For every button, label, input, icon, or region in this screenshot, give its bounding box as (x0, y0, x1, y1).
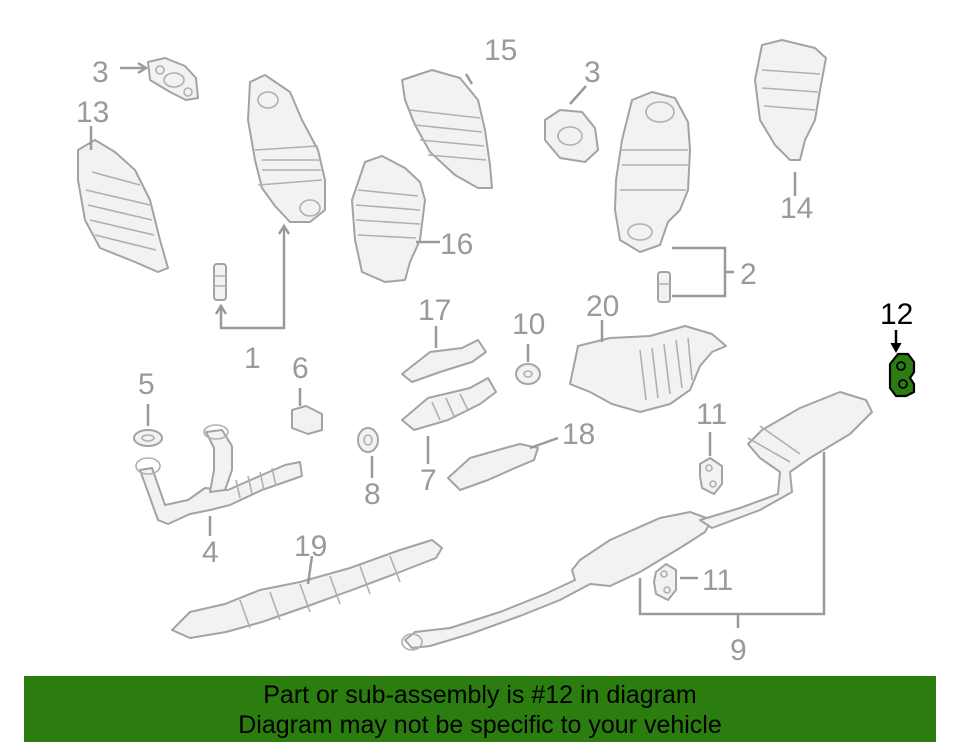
part-10-gasket-ring[interactable] (515, 363, 541, 385)
callout-3b: 3 (584, 56, 601, 89)
callout-11b: 11 (702, 564, 733, 597)
part-12-exhaust-hanger[interactable] (888, 352, 916, 398)
callout-18: 18 (562, 418, 595, 451)
callout-8: 8 (364, 478, 381, 511)
part-14-heat-shield[interactable] (754, 39, 827, 161)
callout-14: 14 (780, 192, 813, 225)
callout-1: 1 (244, 342, 261, 375)
callout-13: 13 (76, 96, 109, 129)
part-20-heat-shield[interactable] (569, 325, 727, 413)
part-3-gasket-left[interactable] (147, 57, 199, 101)
banner-line-2: Diagram may not be specific to your vehi… (238, 711, 722, 739)
callout-3a: 3 (92, 56, 109, 89)
callout-6: 6 (292, 352, 309, 385)
part-13-heat-shield[interactable] (77, 139, 169, 273)
part-11-hanger-lower[interactable] (653, 563, 677, 601)
callout-17: 17 (418, 294, 451, 327)
part-2-catalytic-converter[interactable] (614, 91, 691, 253)
callout-9: 9 (730, 634, 747, 667)
exhaust-parts-diagram: 3 13 1 15 16 3 2 14 12 5 6 17 10 20 11 1… (76, 34, 916, 667)
part-9-exhaust-system[interactable] (401, 391, 873, 651)
callout-20: 20 (586, 290, 619, 323)
part-17-pipe-section[interactable] (401, 339, 487, 383)
banner-line-1: Part or sub-assembly is #12 in diagram (263, 681, 697, 709)
callout-15: 15 (484, 34, 517, 67)
callout-10: 10 (512, 308, 545, 341)
callout-5: 5 (138, 368, 155, 401)
callout-labels: 3 13 1 15 16 3 2 14 12 5 6 17 10 20 11 1… (76, 34, 913, 667)
part-1-oxygen-sensor[interactable] (213, 263, 227, 301)
part-8-gasket-ring[interactable] (357, 427, 379, 453)
leader-lines (89, 61, 902, 628)
callout-7: 7 (420, 464, 437, 497)
part-1-catalytic-converter[interactable] (247, 74, 326, 223)
part-7-pipe-section[interactable] (401, 377, 497, 431)
part-6-bracket[interactable] (291, 405, 323, 435)
callout-2: 2 (740, 258, 757, 291)
callout-16: 16 (440, 228, 473, 261)
callout-11a: 11 (696, 398, 727, 431)
part-3-gasket-right[interactable] (544, 109, 599, 163)
callout-4: 4 (202, 536, 219, 569)
callout-19: 19 (294, 530, 327, 563)
part-5-gasket-ring[interactable] (133, 429, 163, 447)
part-2-oxygen-sensor[interactable] (657, 271, 671, 303)
part-16-heat-shield[interactable] (351, 155, 426, 283)
part-11-hanger-upper[interactable] (699, 457, 723, 495)
callout-12: 12 (880, 298, 913, 331)
part-18-heat-shield[interactable] (447, 443, 539, 491)
info-banner: Part or sub-assembly is #12 in diagram D… (24, 676, 936, 742)
part-19-heat-shield[interactable] (171, 539, 443, 639)
part-4-front-pipe[interactable] (135, 424, 303, 525)
part-15-heat-shield[interactable] (401, 69, 493, 189)
